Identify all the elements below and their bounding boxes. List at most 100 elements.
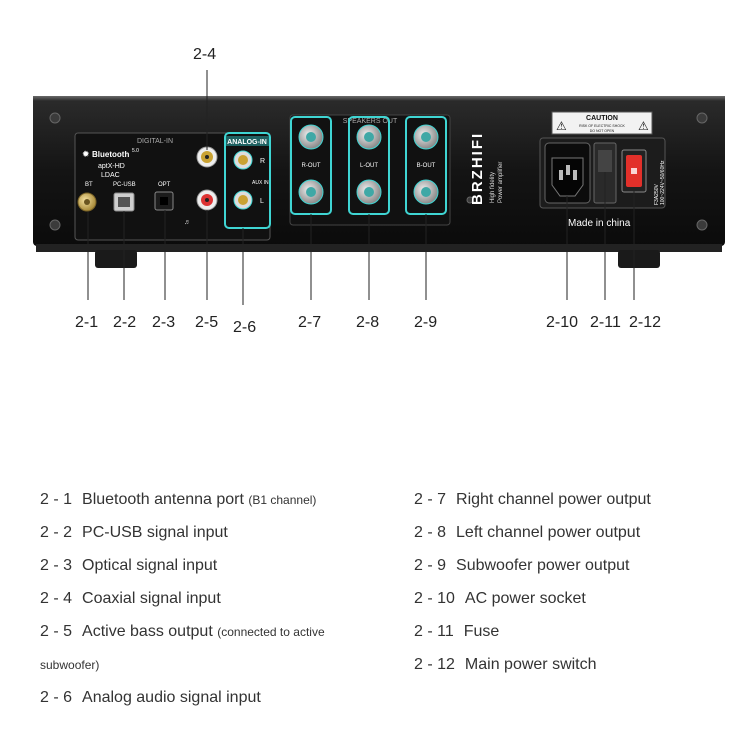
l-out-post-top-hole xyxy=(364,132,374,142)
legend-right-item: 2 - 8 Left channel power output xyxy=(414,524,640,542)
legend-text: Optical signal input xyxy=(82,557,218,574)
leader-lines xyxy=(87,70,635,305)
fuse-holder-grip xyxy=(598,150,612,172)
legend-text: Fuse xyxy=(463,623,500,640)
bt-antenna-pin xyxy=(84,199,90,205)
usb-port-inner xyxy=(118,197,130,207)
warning-icon: ⚠ xyxy=(638,119,649,133)
legend-number: 2 - 2 xyxy=(40,524,73,541)
caution-line-2: DO NOT OPEN xyxy=(590,129,615,133)
legend-note: (connected to active xyxy=(217,625,325,639)
analog-in-jack-r-ring xyxy=(238,155,248,165)
callout-2-1: 2-1 xyxy=(75,314,99,331)
legend-left-item-continued: subwoofer) xyxy=(40,656,99,674)
ac-socket-shape xyxy=(551,157,584,197)
analog-in-jack-l-ring xyxy=(238,195,248,205)
fuse-rating-1: F3A250V xyxy=(654,183,660,205)
legend-text: Active bass output xyxy=(82,623,213,640)
bluetooth-version: 5.0 xyxy=(132,148,139,154)
fuse-rating-2: 100~224V~50/60Hz xyxy=(660,160,666,205)
r-out-post-bottom-hole xyxy=(306,187,316,197)
b-out-label: B-OUT xyxy=(417,163,436,169)
aptx-label: aptX-HD xyxy=(98,163,125,170)
analog-in-label: ANALOG-IN xyxy=(227,139,267,146)
legend-number: 2 - 8 xyxy=(414,524,447,541)
legend-note: subwoofer) xyxy=(40,658,100,672)
legend-number: 2 - 3 xyxy=(40,557,73,574)
legend-number: 2 - 4 xyxy=(40,590,73,607)
legend-text: PC-USB signal input xyxy=(82,524,228,541)
analog-r-indicator: R xyxy=(260,158,265,165)
callout-2-5: 2-5 xyxy=(195,314,219,331)
made-in-label: Made in china xyxy=(568,218,631,229)
legend-left-item: 2 - 3 Optical signal input xyxy=(40,557,217,575)
warning-icon: ⚠ xyxy=(556,119,567,133)
analog-in-highlight xyxy=(224,132,271,229)
screw-icon xyxy=(696,219,708,231)
legend-number: 2 - 1 xyxy=(40,491,73,508)
legend-left-item: 2 - 6 Analog audio signal input xyxy=(40,689,261,707)
digital-in-label: DIGITAL-IN xyxy=(137,138,173,145)
r-out-post-top-hole xyxy=(306,132,316,142)
legend-number: 2 - 9 xyxy=(414,557,447,574)
legend-left-item: 2 - 2 PC-USB signal input xyxy=(40,524,228,542)
legend-text: Coaxial signal input xyxy=(82,590,221,607)
bluetooth-label: Bluetooth xyxy=(92,150,129,159)
caution-title: CAUTION xyxy=(586,115,618,122)
opt-label: OPT xyxy=(158,182,171,188)
foot-right xyxy=(618,250,660,268)
subwoofer-icon: ♬ xyxy=(184,219,191,226)
pc-usb-label: PC-USB xyxy=(113,182,136,188)
ac-pin xyxy=(559,170,563,180)
screw-icon xyxy=(466,196,474,204)
legend-text: Right channel power output xyxy=(456,491,651,508)
brand-logo: BRZHIFI xyxy=(469,132,486,205)
ac-pin xyxy=(566,165,570,175)
b-out-post-top-hole xyxy=(421,132,431,142)
legend-text: Main power switch xyxy=(464,656,597,673)
legend-right-item: 2 - 7 Right channel power output xyxy=(414,491,651,509)
l-out-post-bottom-hole xyxy=(364,187,374,197)
callout-2-10: 2-10 xyxy=(546,314,579,331)
fuse-rating-block: F3A250V 100~224V~50/60Hz xyxy=(654,160,666,205)
brand-block: BRZHIFI High fidelity Power amplifier xyxy=(469,132,504,205)
foot-left xyxy=(95,250,137,268)
legend-note: (B1 channel) xyxy=(248,493,317,507)
legend-text: Left channel power output xyxy=(456,524,641,541)
caution-line-1: RISK OF ELECTRIC SHOCK xyxy=(579,124,625,128)
legend-text: AC power socket xyxy=(464,590,586,607)
screw-icon xyxy=(49,219,61,231)
callout-2-2: 2-2 xyxy=(113,314,137,331)
aux-in-label: AUX IN xyxy=(252,180,269,186)
speakers-out-label: SPEAKERS OUT xyxy=(343,118,398,125)
legend-number: 2 - 7 xyxy=(414,491,447,508)
brand-subtitle-2: Power amplifier xyxy=(498,162,504,203)
ac-pin xyxy=(573,170,577,180)
callout-2-12: 2-12 xyxy=(629,314,662,331)
chassis-bottom xyxy=(36,244,722,252)
brand-subtitle-1: High fidelity xyxy=(490,172,496,203)
callout-2-11: 2-11 xyxy=(590,314,621,331)
bass-out-jack-pin xyxy=(205,198,209,202)
legend-text: Analog audio signal input xyxy=(82,689,261,706)
legend-left-item: 2 - 4 Coaxial signal input xyxy=(40,590,221,608)
caution-label xyxy=(551,111,653,135)
callout-2-7: 2-7 xyxy=(298,314,322,331)
callout-2-3: 2-3 xyxy=(152,314,176,331)
legend-number: 2 - 6 xyxy=(40,689,73,706)
callout-2-4: 2-4 xyxy=(193,46,217,63)
legend-number: 2 - 5 xyxy=(40,623,73,640)
ldac-label: LDAC xyxy=(101,172,120,179)
bt-label: BT xyxy=(85,182,93,188)
legend-left-item: 2 - 5 Active bass output (connected to ac… xyxy=(40,623,325,641)
l-out-label: L-OUT xyxy=(360,163,378,169)
analog-in-header xyxy=(226,136,269,146)
callout-2-8: 2-8 xyxy=(356,314,380,331)
bluetooth-icon: ✹ xyxy=(82,149,90,159)
